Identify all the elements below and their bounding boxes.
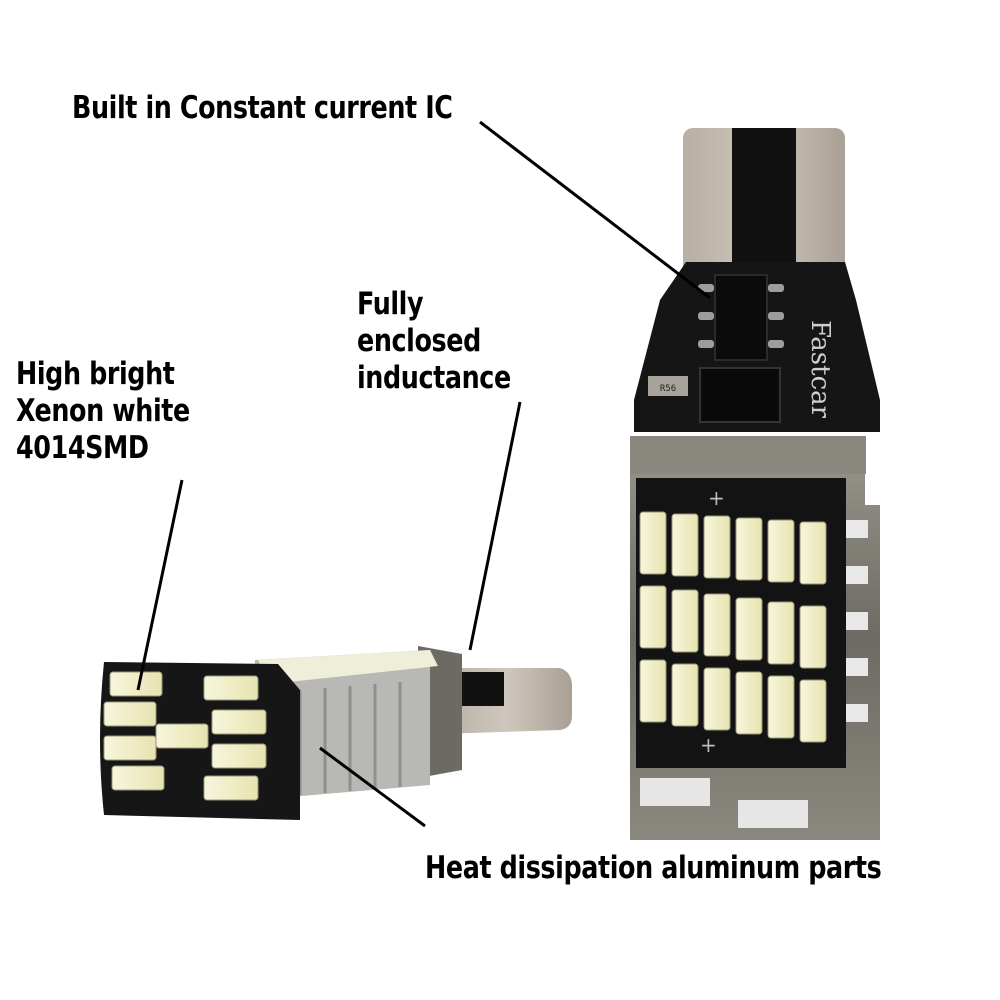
callout-heat-dissipation: Heat dissipation aluminum parts: [425, 850, 882, 887]
polarity-plus-bottom: +: [700, 733, 717, 757]
leader-line-inductance: [468, 401, 522, 651]
brand-print: Fastcar: [805, 320, 835, 419]
callout-inductance: Fully enclosed inductance: [357, 286, 511, 397]
callout-led-chips: High bright Xenon white 4014SMD: [16, 356, 190, 467]
callout-inductance-line-1: Fully: [357, 286, 424, 322]
leader-lines: [136, 120, 711, 828]
leader-line-led: [136, 479, 184, 691]
callout-led-line-1: High bright: [16, 356, 175, 392]
small-chip: [648, 376, 688, 396]
bottom-tab-right: [738, 800, 808, 828]
led-array-end: [103, 671, 267, 801]
ic-chip: [714, 274, 768, 361]
upright-bulb: R56 Fastcar + +: [630, 128, 880, 840]
callout-inductance-line-2: enclosed: [357, 323, 481, 359]
side-ic: [460, 672, 504, 706]
callout-ic-text: Built in Constant current IC: [72, 90, 453, 126]
chip-marking: R56: [660, 384, 676, 394]
side-top-board: [258, 650, 438, 684]
polarity-plus-top: +: [708, 486, 725, 510]
leader-line-ic: [479, 120, 711, 300]
callout-heat-text: Heat dissipation aluminum parts: [425, 850, 882, 886]
led-array-front: [639, 511, 827, 743]
callout-constant-current-ic: Built in Constant current IC: [72, 90, 453, 127]
callout-led-line-2: Xenon white: [16, 393, 190, 429]
leader-line-heat: [319, 746, 426, 828]
bottom-tab-left: [640, 778, 710, 806]
callout-inductance-line-3: inductance: [357, 360, 511, 396]
housing-fins: [846, 520, 868, 722]
callout-led-line-3: 4014SMD: [16, 430, 149, 466]
housing-top-band: [630, 436, 866, 474]
ic-pins: [698, 284, 784, 348]
side-bulb: [100, 646, 572, 820]
inductor: [699, 367, 781, 423]
